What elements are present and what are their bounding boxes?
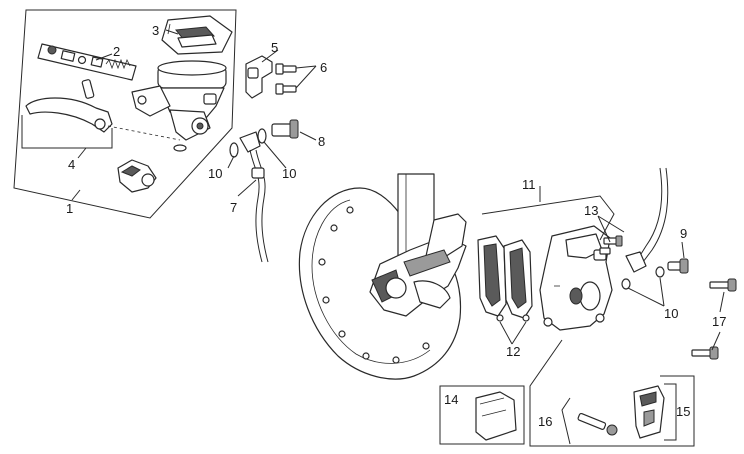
callout-4: 4 [68, 157, 75, 172]
callout-1: 1 [66, 201, 73, 216]
callout-10c: 10 [664, 306, 678, 321]
callout-numbers: 1 2 3 4 5 6 7 8 9 10 10 10 11 12 13 14 1… [66, 23, 726, 429]
disc-holes [318, 206, 430, 364]
callout-15: 15 [676, 404, 690, 419]
group-4-outline [21, 115, 113, 149]
caliper-banjo-bolt [621, 258, 689, 290]
brake-pads [477, 235, 533, 322]
brake-caliper [539, 225, 613, 331]
group-1-outline [13, 9, 237, 219]
callout-11-bracket [481, 195, 615, 241]
fork-leg [369, 173, 467, 317]
callout-10b: 10 [282, 166, 296, 181]
washer [229, 142, 239, 158]
bleed-valve [599, 235, 623, 255]
leader-lines [71, 29, 725, 351]
master-cylinder-group [13, 9, 237, 219]
callout-13: 13 [584, 203, 598, 218]
callout-11: 11 [522, 177, 536, 192]
callout-12: 12 [506, 344, 520, 359]
pad-kit-box [439, 385, 525, 445]
brake-lever [25, 79, 181, 141]
callout-17: 17 [712, 314, 726, 329]
callout-3: 3 [152, 23, 159, 38]
handlebar-clamp [117, 159, 157, 193]
pin-kit-box [529, 339, 695, 447]
callout-6: 6 [320, 60, 327, 75]
reservoir-cap [161, 15, 233, 55]
callout-10a: 10 [208, 166, 222, 181]
clamp-screws [275, 63, 297, 95]
hose-fittings-top [229, 55, 299, 263]
banjo-bolt [271, 119, 299, 139]
callout-8: 8 [318, 134, 325, 149]
callout-7: 7 [230, 200, 237, 215]
callout-16: 16 [538, 414, 552, 429]
washer [257, 128, 267, 144]
callout-2: 2 [113, 44, 120, 59]
callout-14: 14 [444, 392, 458, 407]
lower-hose [625, 167, 669, 273]
callout-9: 9 [680, 226, 687, 241]
master-cylinder-body [131, 60, 227, 152]
piston-kit [37, 43, 137, 81]
callout-5: 5 [271, 40, 278, 55]
